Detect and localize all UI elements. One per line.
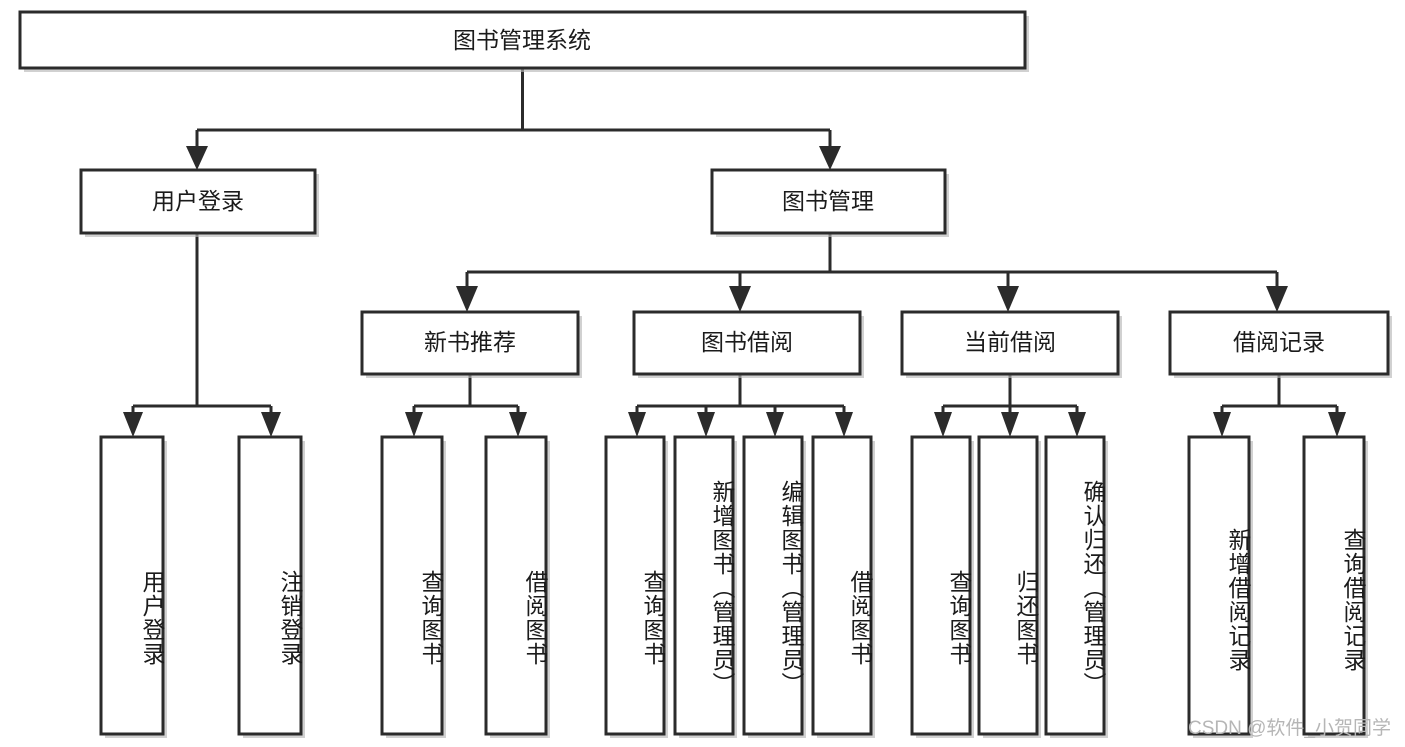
arrow-to-current-borrow	[997, 286, 1019, 312]
node-book-borrow[interactable]	[632, 310, 862, 376]
node-leaf-add-book[interactable]	[673, 435, 735, 736]
arrow-to-leaf-confirm-return	[1068, 412, 1086, 437]
arrow-to-new-book-rec	[456, 286, 478, 312]
box-layer	[18, 10, 1390, 736]
arrow-to-leaf-query-record	[1328, 412, 1346, 437]
arrow-to-borrow-record	[1266, 286, 1288, 312]
node-leaf-add-record[interactable]	[1187, 435, 1251, 736]
node-leaf-query-book-3[interactable]	[910, 435, 972, 736]
arrow-to-leaf-add-book	[697, 412, 715, 437]
arrow-to-leaf-query-book-1	[405, 412, 423, 437]
label-root: 图书管理系统	[453, 27, 591, 53]
node-leaf-edit-book[interactable]	[742, 435, 804, 736]
arrow-to-user-login	[186, 146, 208, 170]
node-borrow-record[interactable]	[1168, 310, 1390, 376]
arrow-to-book-manage	[819, 146, 841, 170]
label-borrow-record: 借阅记录	[1233, 329, 1325, 355]
arrow-to-leaf-query-book-3	[934, 412, 952, 437]
connector-layer	[123, 68, 1346, 437]
arrow-to-leaf-query-book-2	[628, 412, 646, 437]
node-leaf-query-book-2[interactable]	[604, 435, 666, 736]
horizontal-label-layer: 图书管理系统 用户登录 图书管理 新书推荐 图书借阅 当前借阅 借阅记录	[152, 27, 1325, 355]
csdn-watermark: CSDN @软件_小贺同学	[1188, 718, 1391, 739]
arrow-to-book-borrow	[729, 286, 751, 312]
label-new-book-rec: 新书推荐	[424, 329, 516, 355]
node-current-borrow[interactable]	[900, 310, 1120, 376]
node-leaf-query-book-1[interactable]	[380, 435, 444, 736]
node-leaf-query-record[interactable]	[1302, 435, 1366, 736]
node-book-manage[interactable]	[710, 168, 947, 235]
node-user-login[interactable]	[79, 168, 317, 235]
node-leaf-logout[interactable]	[237, 435, 303, 736]
node-leaf-return-book[interactable]	[977, 435, 1039, 736]
label-book-borrow: 图书借阅	[701, 329, 793, 355]
node-root[interactable]	[18, 10, 1027, 70]
arrow-to-leaf-add-record	[1213, 412, 1231, 437]
label-current-borrow: 当前借阅	[964, 329, 1056, 355]
node-leaf-confirm-return[interactable]	[1044, 435, 1106, 736]
node-leaf-borrow-book-1[interactable]	[484, 435, 548, 736]
arrow-to-leaf-logout	[261, 412, 281, 437]
arrow-to-leaf-edit-book	[766, 412, 784, 437]
arrow-to-leaf-borrow-book-1	[509, 412, 527, 437]
node-leaf-borrow-book-2[interactable]	[811, 435, 873, 736]
label-user-login: 用户登录	[152, 188, 244, 214]
node-new-book-rec[interactable]	[360, 310, 580, 376]
label-book-manage: 图书管理	[782, 188, 874, 214]
arrow-to-leaf-borrow-book-2	[835, 412, 853, 437]
arrow-to-leaf-user-login	[123, 412, 143, 437]
arrow-to-leaf-return-book	[1001, 412, 1019, 437]
node-leaf-user-login[interactable]	[99, 435, 165, 736]
